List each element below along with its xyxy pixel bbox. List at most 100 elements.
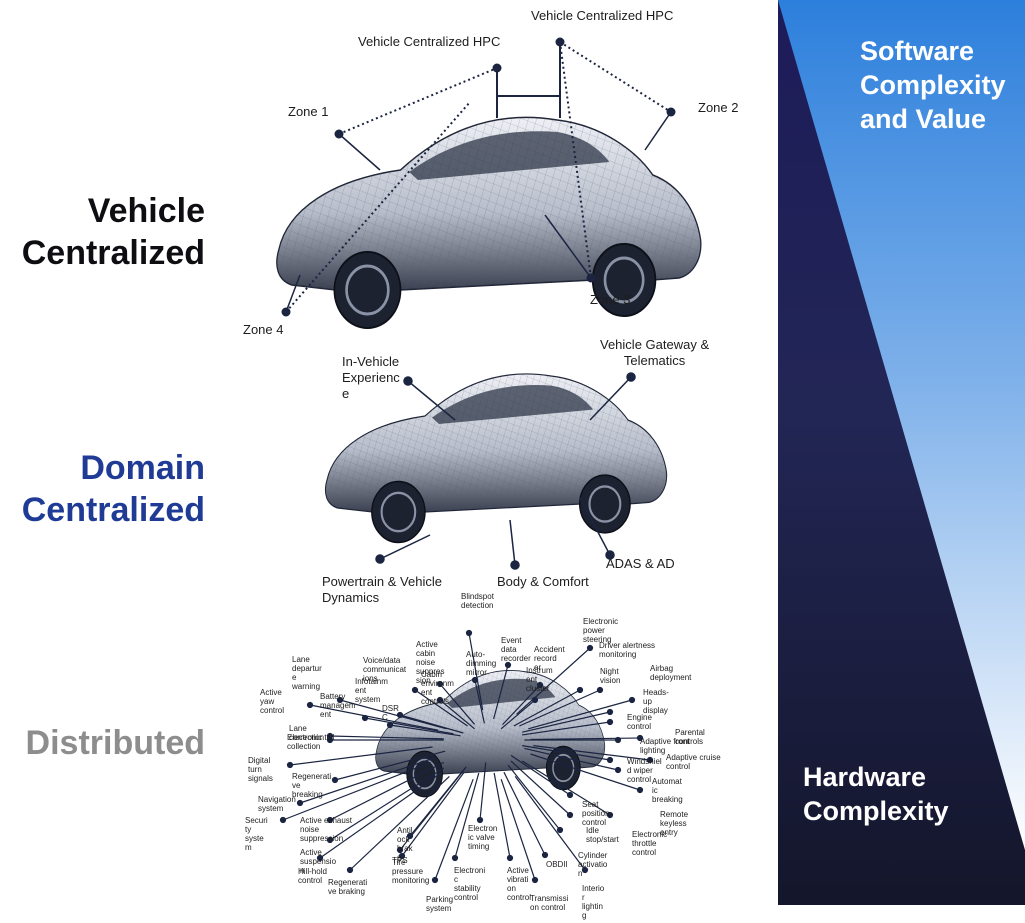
- distributed-connector-dot: [476, 816, 484, 824]
- distributed-label: Interio r lightin g: [582, 884, 605, 920]
- distributed-label: Airbag deployment: [650, 664, 692, 682]
- distributed-label: Antil ock brak e: [397, 826, 413, 862]
- distributed-connector-dot: [279, 816, 287, 824]
- distributed-label: Electronic throttle control: [632, 830, 668, 857]
- distributed-connector-dot: [326, 736, 334, 744]
- distributed-connector-dot: [556, 826, 564, 834]
- distributed-connector-dot: [398, 852, 406, 860]
- label-in-vehicle-experience: In-Vehicle Experienc e: [342, 354, 400, 401]
- distributed-connector-dot: [316, 854, 324, 862]
- distributed-connector-dot: [431, 876, 439, 884]
- label-hpc-left: Vehicle Centralized HPC: [358, 34, 501, 49]
- distributed-connector: [329, 767, 445, 841]
- distributed-connector-dot: [541, 851, 549, 859]
- label-hpc-right: Vehicle Centralized HPC: [531, 8, 674, 23]
- distributed-label: Cylinder activatio n: [578, 851, 608, 878]
- distributed-connector-dot: [504, 661, 512, 669]
- distributed-connector: [507, 764, 561, 831]
- distributed-connector: [522, 711, 611, 733]
- complexity-panel: [778, 0, 1025, 905]
- distributed-connector: [510, 760, 571, 816]
- label-gateway-telematics: Vehicle Gateway & Telematics: [600, 337, 710, 368]
- distributed-connector: [528, 699, 633, 730]
- distributed-connector-dot: [396, 846, 404, 854]
- label-body-comfort: Body & Comfort: [497, 574, 589, 589]
- distributed-label: Cabin environm ent controls: [421, 670, 454, 706]
- distributed-label: Event data recorder: [501, 636, 531, 663]
- distributed-connector-dot: [606, 756, 614, 764]
- tier-title-domain-centralized: Domain Centralized: [21, 449, 205, 529]
- distributed-label: TPS: [392, 856, 408, 865]
- distributed-connector-dot: [451, 854, 459, 862]
- label-zone-4: Zone 4: [243, 322, 284, 337]
- distributed-connector: [521, 760, 611, 816]
- distributed-connector: [530, 753, 641, 791]
- distributed-connector: [439, 683, 476, 725]
- distributed-connector-dot: [396, 711, 404, 719]
- distributed-connector: [399, 714, 464, 734]
- distributed-connector-dot: [614, 766, 622, 774]
- software-complexity-label: Software Complexity and Value: [860, 36, 1006, 134]
- distributed-label: Driver alertness monitoring: [599, 641, 656, 659]
- distributed-label: Remote keyless entry: [660, 810, 689, 837]
- distributed-connector-dot: [606, 718, 614, 726]
- distributed-connector: [399, 770, 464, 851]
- distributed-connector: [479, 762, 487, 821]
- distributed-label: Navigation system: [258, 795, 296, 813]
- distributed-connector: [329, 761, 445, 821]
- distributed-connector: [334, 750, 446, 781]
- distributed-connector: [434, 778, 474, 881]
- distributed-connector-dot: [471, 676, 479, 684]
- label-zone-2: Zone 2: [698, 100, 739, 115]
- distributed-connector-dot: [614, 736, 622, 744]
- distributed-label: Lane departur e warning: [292, 655, 322, 691]
- distributed-label: Instrum ent cluster: [526, 666, 553, 693]
- distributed-connector: [329, 735, 444, 740]
- distributed-connector: [516, 647, 591, 715]
- distributed-connector: [519, 689, 601, 727]
- distributed-connector-dot: [411, 686, 419, 694]
- distributed-connector: [439, 699, 475, 730]
- distributed-connector: [414, 689, 468, 727]
- distributed-connector: [474, 679, 485, 724]
- distributed-connector: [522, 721, 611, 736]
- distributed-label: Automat ic breaking: [652, 777, 683, 804]
- distributed-connector-dot: [286, 761, 294, 769]
- label-zone-3: Zone 3: [590, 292, 631, 307]
- distributed-label: Parental controls: [675, 728, 705, 746]
- distributed-label: Electronic power steering: [583, 617, 619, 644]
- distributed-connector: [514, 776, 586, 871]
- distributed-label: Digital turn signals: [248, 756, 273, 783]
- distributed-connector-dot: [596, 686, 604, 694]
- distributed-connector-dot: [576, 686, 584, 694]
- distributed-connector: [389, 724, 461, 737]
- distributed-connector: [468, 632, 484, 711]
- distributed-connector-dot: [361, 714, 369, 722]
- distributed-connector: [502, 684, 541, 726]
- distributed-connector: [282, 761, 431, 821]
- tier-title-distributed: Distributed: [25, 724, 205, 762]
- distributed-label: DSR C: [382, 704, 399, 722]
- distributed-label: Tire pressure monitoring: [392, 858, 430, 885]
- distributed-connector: [299, 757, 436, 804]
- distributed-connector: [289, 746, 433, 766]
- distributed-label: Active cabin noise suppres sion: [416, 640, 445, 685]
- car-illustrations: [275, 37, 703, 884]
- distributed-label: Infotainm ent system: [355, 677, 388, 704]
- hardware-complexity-label: Hardware Complexity: [803, 762, 949, 826]
- distributed-connector-dot: [531, 876, 539, 884]
- distributed-connector: [522, 745, 611, 761]
- distributed-connector-dot: [465, 629, 473, 637]
- distributed-connector-dot: [436, 696, 444, 704]
- distributed-label: Voice/data communicat ions: [363, 656, 407, 683]
- distributed-connector: [533, 745, 651, 761]
- distributed-connector: [500, 779, 536, 881]
- distributed-label: Regenerati ve braking: [328, 878, 368, 896]
- distributed-label: Adaptive cruise control: [666, 753, 721, 771]
- distributed-label: Lane correction: [289, 724, 325, 742]
- distributed-connector: [401, 772, 465, 857]
- distributed-label: Electron ic valve timing: [468, 824, 498, 851]
- distributed-connector: [530, 737, 641, 741]
- tier-title-vehicle-centralized: Vehicle Centralized: [21, 192, 205, 272]
- distributed-label: Transmissi on control: [530, 894, 569, 912]
